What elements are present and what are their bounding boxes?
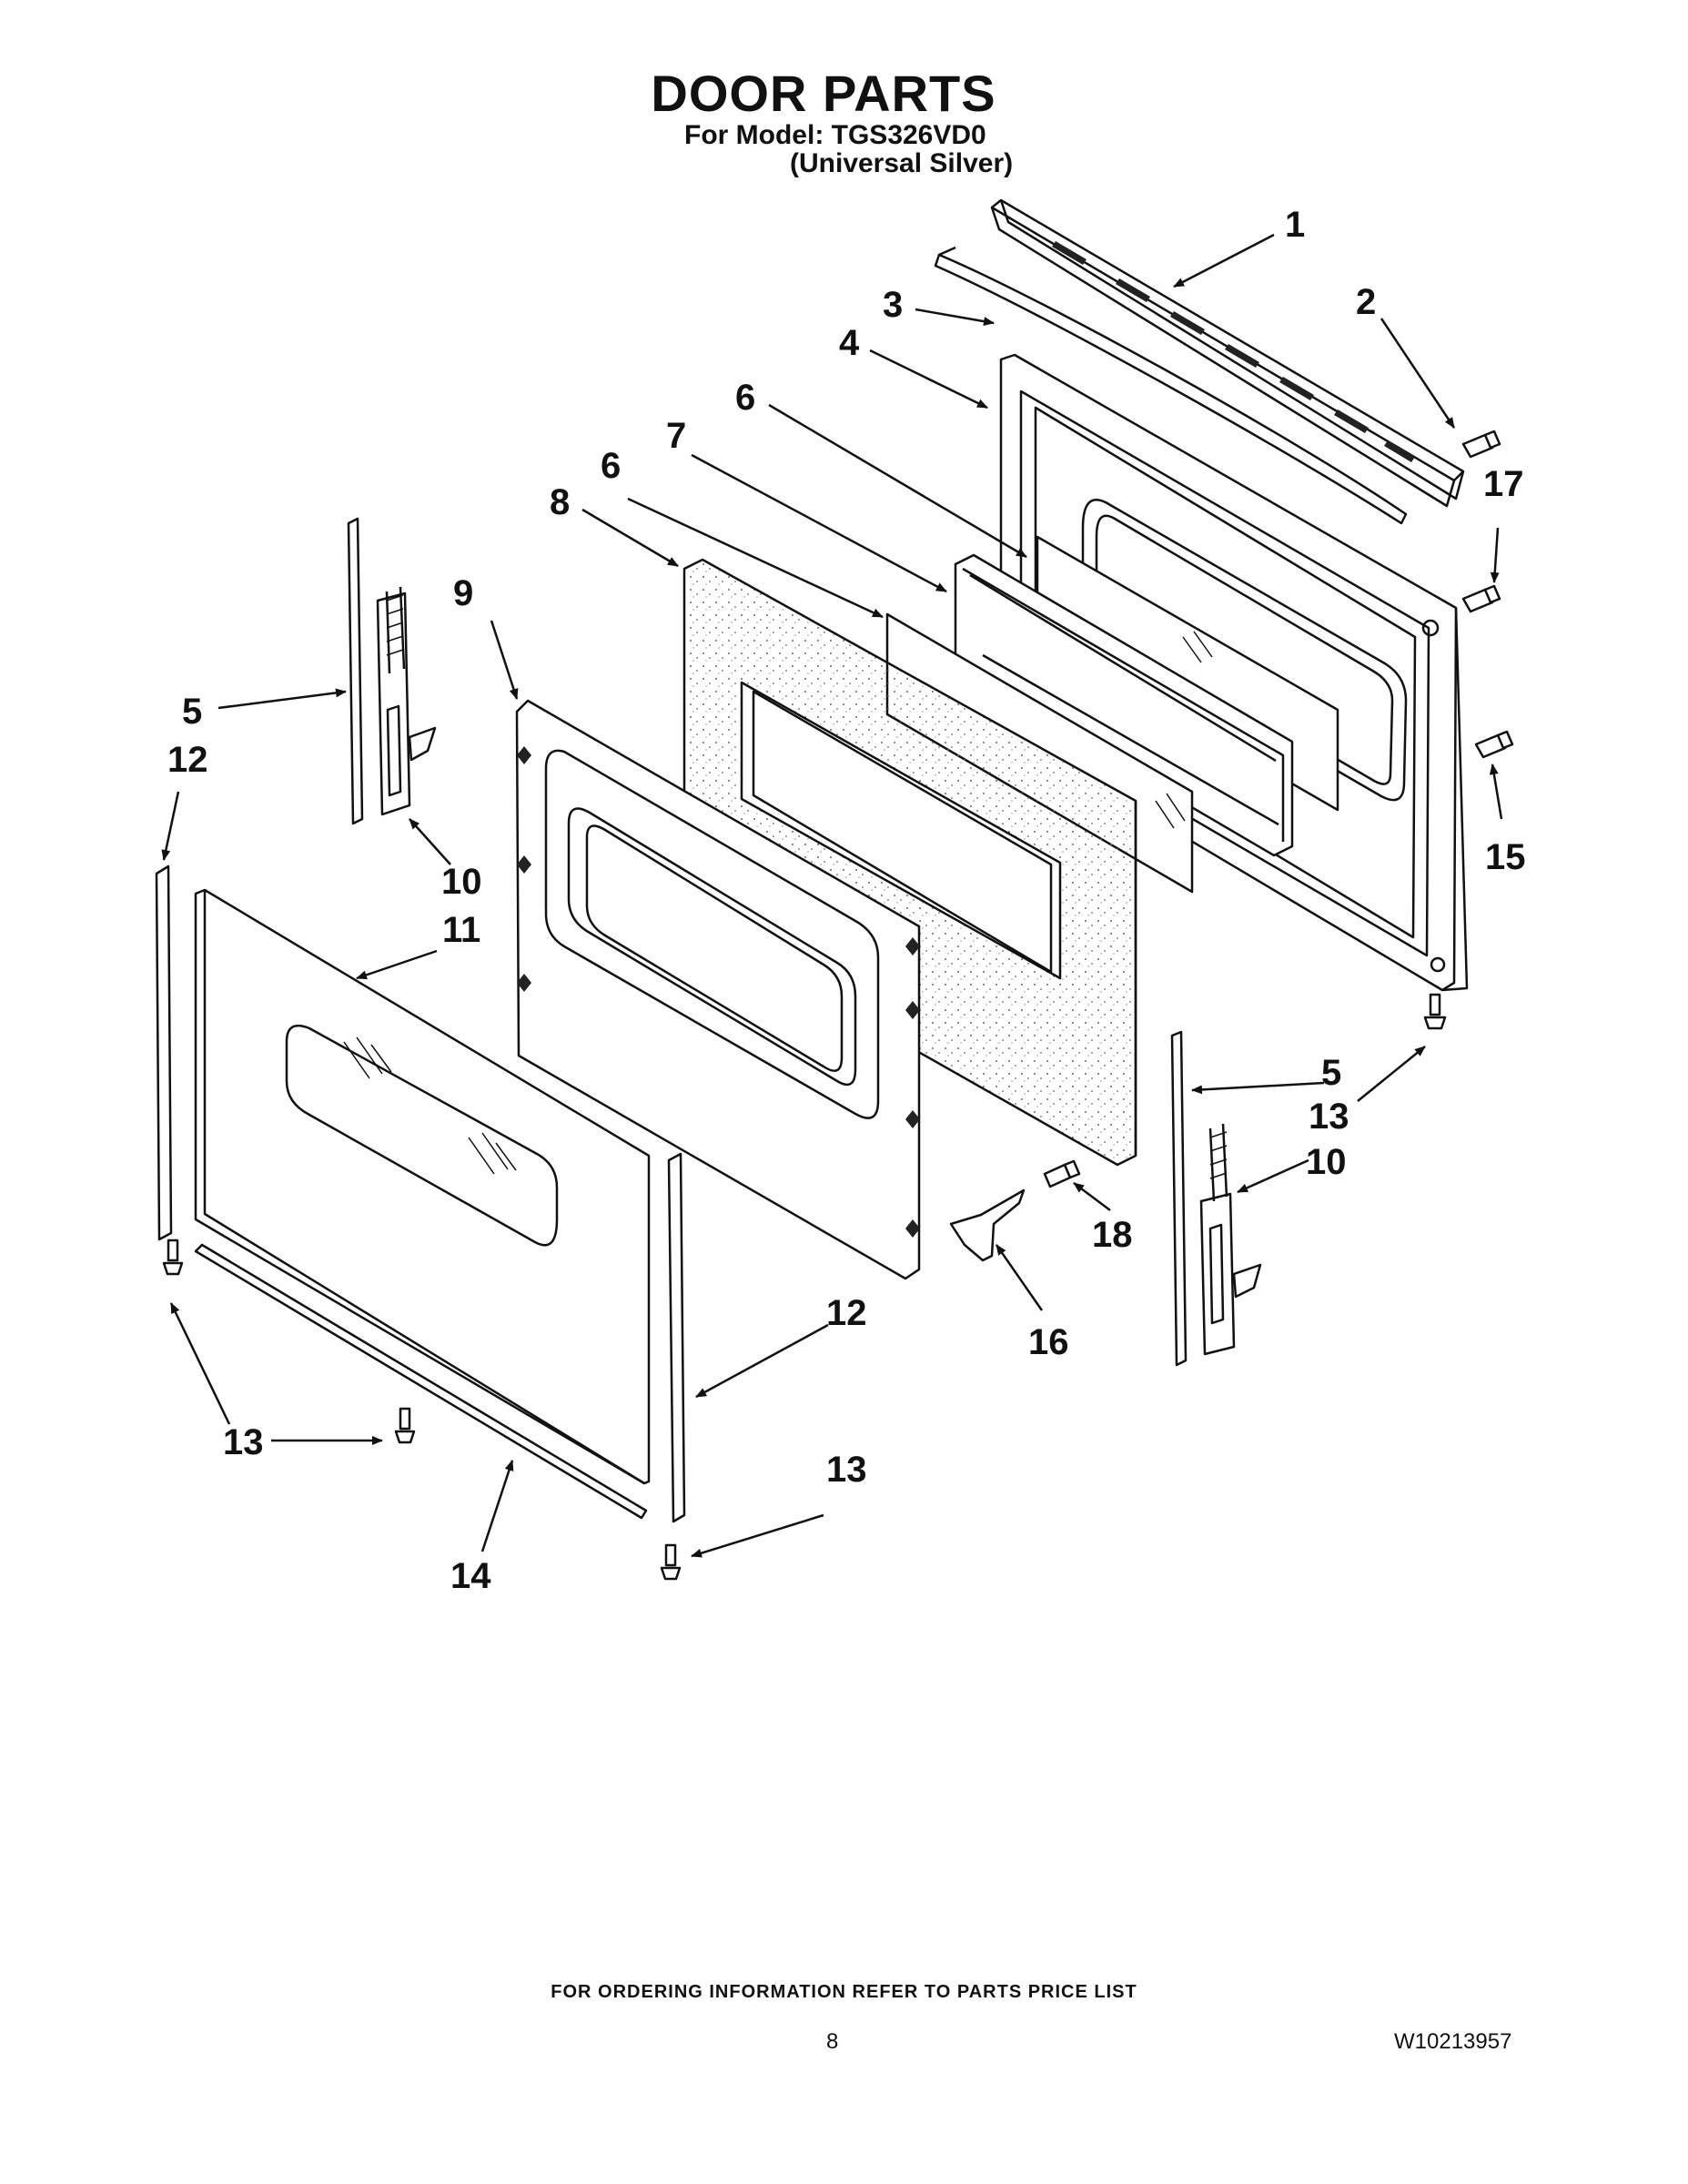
callout-4: 4 [839,323,860,363]
callout-11: 11 [442,910,480,950]
callout-16: 16 [1028,1322,1069,1362]
callout-13-c: 13 [826,1450,867,1490]
callout-14: 14 [450,1556,491,1596]
page-title: DOOR PARTS [651,65,996,122]
color-label: (Universal Silver) [790,148,1014,178]
model-label: For Model: TGS326VD0 [684,120,986,150]
glass-pack-frame-part [954,553,1294,857]
callout-7: 7 [666,416,686,456]
callout-3: 3 [883,285,903,325]
screw-parts [162,430,1514,1581]
callout-5-a: 5 [182,692,202,732]
hinge-left-part [347,517,437,825]
side-trim-left-part [155,864,173,1241]
vent-trim-part [990,198,1465,508]
callout-17: 17 [1483,464,1524,504]
callout-6-b: 6 [601,446,621,486]
ordering-note: FOR ORDERING INFORMATION REFER TO PARTS … [551,1982,1137,2002]
callout-numbers: 1 2 3 4 6 7 6 8 17 9 5 12 10 11 15 5 13 … [167,205,1526,1596]
leader-lines [161,233,1503,1558]
outer-door-glass-part [194,888,651,1485]
callout-2: 2 [1356,282,1376,322]
callout-12-b: 12 [826,1293,867,1333]
callout-8: 8 [550,482,570,522]
callout-10-b: 10 [1306,1142,1347,1182]
callout-9: 9 [453,573,473,613]
callout-18: 18 [1092,1215,1133,1255]
callout-1: 1 [1285,205,1305,245]
callout-13-b: 13 [223,1422,264,1462]
door-handle-part [934,253,1408,525]
bottom-trim-part [194,1243,648,1520]
callout-13-a: 13 [1309,1097,1349,1137]
page-number: 8 [826,2029,839,2054]
callout-6-a: 6 [735,378,755,418]
callout-5-b: 5 [1321,1053,1341,1093]
bracket-part [949,1188,1026,1262]
door-liner-part [515,699,921,1280]
callout-12-a: 12 [167,740,208,780]
callout-15: 15 [1485,837,1526,877]
document-number: W10213957 [1394,2029,1512,2054]
side-trim-right-part [667,1152,686,1523]
callout-10-a: 10 [441,862,482,902]
hinge-right-part [1170,1030,1262,1367]
